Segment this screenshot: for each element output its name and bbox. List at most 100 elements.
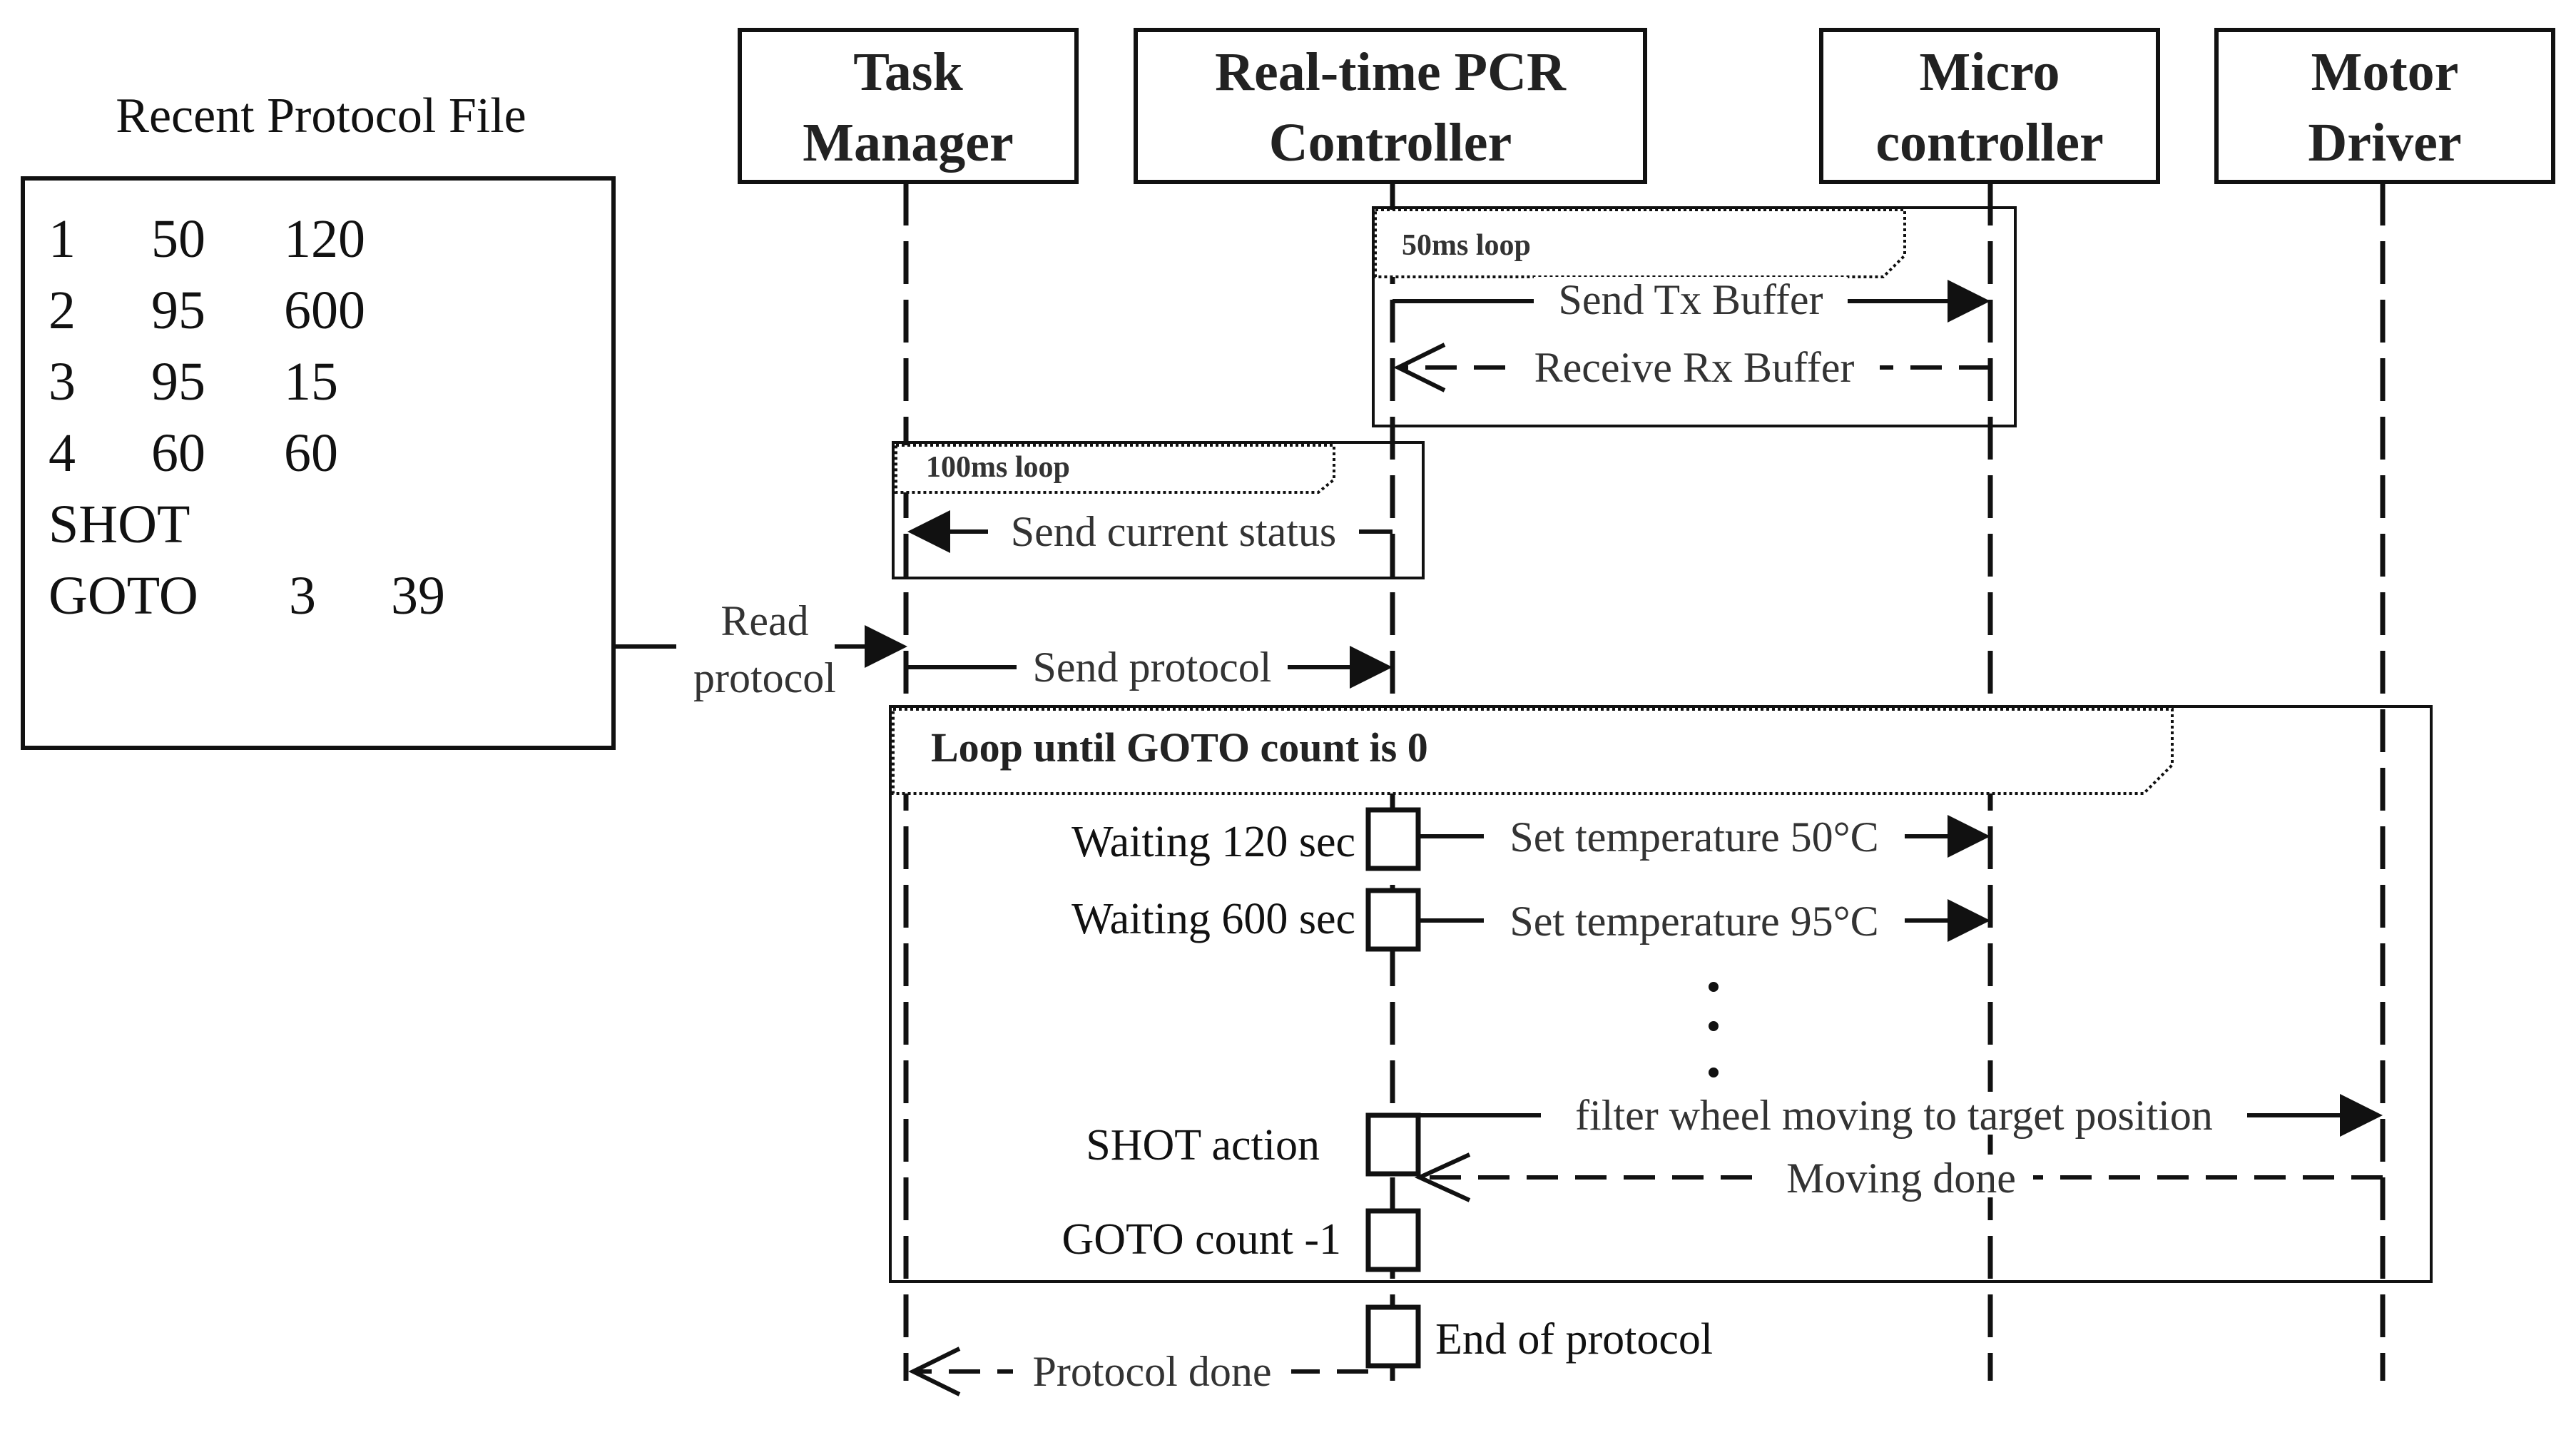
participant-pcr-controller-line1: Real-time PCR — [1215, 42, 1567, 102]
send-tx-label: Send Tx Buffer — [1558, 276, 1823, 323]
message-filter-wheel: filter wheel moving to target position — [1418, 1092, 2383, 1139]
participant-micro-controller-line1: Micro — [1920, 42, 2060, 102]
protocol-row-1-step: 1 — [49, 209, 76, 269]
moving-done-arrowhead — [1414, 1152, 1471, 1202]
ellipsis-dot-3 — [1709, 1068, 1719, 1077]
filter-wheel-arrowhead — [2340, 1094, 2383, 1137]
loop-100ms-label: 100ms loop — [926, 451, 1070, 484]
protocol-file-rows: 1 50 120 2 95 600 3 95 15 4 60 60 SHOT G… — [49, 209, 445, 626]
moving-done-label-bg — [1769, 1155, 2033, 1197]
send-status-arrowhead — [907, 510, 950, 553]
send-tx-arrowhead — [1948, 280, 1990, 323]
set-temp-95-label-bg — [1484, 898, 1905, 940]
note-waiting-120: Waiting 120 sec — [1071, 818, 1355, 866]
participant-task-manager-box — [738, 28, 1079, 184]
message-read-protocol: Read protocol — [614, 596, 907, 710]
message-moving-done: Moving done — [1414, 1152, 2383, 1202]
loop-100ms-border — [892, 441, 1425, 579]
protocol-row-6-v2: 39 — [391, 566, 445, 626]
loop-goto-tab — [892, 708, 2174, 795]
receive-rx-label-bg — [1509, 344, 1880, 388]
set-temp-50-label: Set temperature 50°C — [1510, 813, 1878, 861]
protocol-row-2-step: 2 — [49, 280, 76, 340]
loop-goto-border — [889, 705, 2433, 1283]
participant-pcr-controller-line2: Controller — [1269, 113, 1512, 173]
set-temp-95-arrowhead — [1948, 899, 1990, 942]
set-temp-50-arrowhead — [1948, 815, 1990, 858]
protocol-file-box — [21, 176, 616, 750]
protocol-done-label-bg — [1013, 1348, 1291, 1392]
note-end-protocol: End of protocol — [1435, 1315, 1713, 1364]
send-protocol-label: Send protocol — [1033, 644, 1272, 691]
loop-100ms-tab — [895, 444, 1335, 494]
ellipsis-dots — [1709, 982, 1719, 1077]
loop-goto-frame: Loop until GOTO count is 0 — [889, 705, 2433, 1283]
participant-pcr-controller: Real-time PCR Controller — [1134, 28, 1647, 184]
message-send-tx: Send Tx Buffer — [1393, 276, 1990, 323]
protocol-row-1-v2: 120 — [284, 209, 365, 269]
message-send-status: Send current status — [907, 508, 1393, 555]
protocol-done-arrowhead — [908, 1347, 961, 1396]
send-tx-label-bg — [1534, 277, 1848, 318]
protocol-row-3-v2: 15 — [284, 352, 338, 412]
participant-micro-controller: Micro controller — [1819, 28, 2160, 184]
read-protocol-label-line1: Read — [721, 597, 808, 644]
send-protocol-arrowhead — [1350, 646, 1393, 689]
receive-rx-arrowhead — [1393, 343, 1446, 392]
protocol-row-5-step: SHOT — [49, 495, 190, 554]
read-protocol-label-line2: protocol — [693, 654, 836, 701]
participant-motor-driver-box — [2214, 28, 2555, 184]
filter-wheel-label: filter wheel moving to target position — [1575, 1092, 2213, 1139]
protocol-row-4-v1: 60 — [151, 423, 205, 483]
filter-wheel-label-bg — [1541, 1092, 2247, 1135]
protocol-file-title: Recent Protocol File — [116, 88, 526, 143]
loop-100ms-frame: 100ms loop — [892, 441, 1425, 579]
loop-goto-label: Loop until GOTO count is 0 — [931, 724, 1428, 771]
activation-box-end — [1365, 1304, 1421, 1369]
participant-micro-controller-box — [1819, 28, 2160, 184]
protocol-row-6-v1: 3 — [289, 566, 316, 626]
protocol-row-4-v2: 60 — [284, 423, 338, 483]
protocol-row-2-v2: 600 — [284, 280, 365, 340]
activation-box-waiting-600 — [1365, 888, 1421, 952]
message-set-temp-50: Set temperature 50°C — [1418, 813, 1990, 861]
protocol-done-label: Protocol done — [1033, 1348, 1272, 1395]
protocol-row-4-step: 4 — [49, 423, 76, 483]
loop-50ms-border — [1372, 206, 2017, 427]
send-status-label-bg — [988, 508, 1359, 551]
protocol-row-6-step: GOTO — [49, 566, 198, 626]
protocol-row-2-v1: 95 — [151, 280, 205, 340]
participant-task-manager-line2: Manager — [803, 113, 1013, 173]
note-waiting-600: Waiting 600 sec — [1071, 895, 1355, 943]
set-temp-95-label: Set temperature 95°C — [1510, 898, 1878, 945]
message-send-protocol: Send protocol — [907, 644, 1393, 691]
message-protocol-done: Protocol done — [908, 1347, 1368, 1396]
ellipsis-dot-2 — [1709, 1021, 1719, 1031]
activation-box-shot — [1365, 1112, 1421, 1177]
activation-box-goto — [1365, 1208, 1421, 1272]
participant-motor-driver-line1: Motor — [2311, 42, 2459, 102]
read-protocol-label-bg — [676, 596, 835, 710]
participant-task-manager: Task Manager — [738, 28, 1079, 184]
set-temp-50-label-bg — [1484, 813, 1905, 856]
protocol-row-3-step: 3 — [49, 352, 76, 412]
protocol-row-3-v1: 95 — [151, 352, 205, 412]
participant-motor-driver: Motor Driver — [2214, 28, 2555, 184]
participant-pcr-controller-box — [1134, 28, 1647, 184]
loop-50ms-label: 50ms loop — [1402, 229, 1531, 262]
note-goto-count: GOTO count -1 — [1062, 1215, 1341, 1264]
send-status-label: Send current status — [1011, 508, 1337, 555]
participant-motor-driver-line2: Driver — [2308, 113, 2461, 173]
loop-50ms-tab — [1374, 208, 1906, 278]
protocol-row-1-v1: 50 — [151, 209, 205, 269]
moving-done-label: Moving done — [1786, 1155, 2016, 1202]
message-receive-rx: Receive Rx Buffer — [1393, 343, 1990, 392]
participant-micro-controller-line2: controller — [1875, 113, 2103, 173]
participant-task-manager-line1: Task — [853, 42, 963, 102]
receive-rx-label: Receive Rx Buffer — [1534, 344, 1855, 391]
message-set-temp-95: Set temperature 95°C — [1418, 898, 1990, 945]
note-shot-action: SHOT action — [1086, 1121, 1320, 1170]
activation-box-waiting-120 — [1365, 807, 1421, 871]
ellipsis-dot-1 — [1709, 982, 1719, 992]
